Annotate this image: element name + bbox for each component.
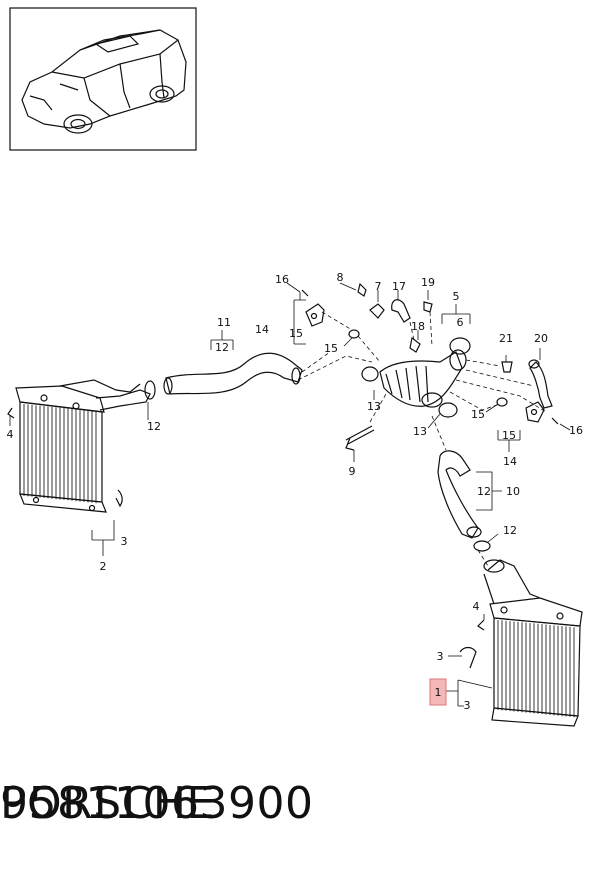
right-intercooler — [483, 559, 583, 727]
callout-numbers: 1 2 3 3 3 4 4 5 6 7 8 9 10 11 12 12 12 1… — [7, 271, 584, 712]
left-intercooler — [15, 379, 151, 513]
part-1-highlight — [429, 678, 447, 706]
callout-9: 9 — [349, 465, 356, 478]
callout-11: 11 — [217, 316, 231, 329]
callout-4: 4 — [7, 428, 14, 441]
callout-3: 3 — [437, 650, 444, 663]
callout-2: 2 — [100, 560, 107, 573]
callout-15: 15 — [324, 342, 338, 355]
vehicle-thumbnail — [9, 7, 197, 151]
callout-21: 21 — [499, 332, 513, 345]
callout-17: 17 — [392, 280, 406, 293]
callout-19: 19 — [421, 276, 435, 289]
callout-12: 12 — [503, 524, 517, 537]
callout-5: 5 — [453, 290, 460, 303]
callout-13: 13 — [413, 425, 427, 438]
callout-15: 15 — [289, 327, 303, 340]
charge-air-hoses — [163, 299, 553, 539]
suv-drawing — [21, 29, 187, 134]
callout-3: 3 — [121, 535, 128, 548]
callout-12: 12 — [215, 341, 229, 354]
callout-3: 3 — [464, 699, 471, 712]
assembly-lines — [297, 311, 547, 567]
callout-12: 12 — [477, 485, 491, 498]
callout-12: 12 — [147, 420, 161, 433]
callout-15: 15 — [502, 429, 516, 442]
callout-1: 1 — [435, 686, 442, 699]
callout-7: 7 — [375, 280, 382, 293]
callout-20: 20 — [534, 332, 548, 345]
hardware — [7, 282, 559, 669]
callout-15: 15 — [471, 408, 485, 421]
leader-lines — [9, 282, 571, 707]
callout-13: 13 — [367, 400, 381, 413]
part-number: 95811063900 — [0, 778, 314, 829]
brand-name: PORSCHE — [0, 778, 215, 829]
callout-6: 6 — [457, 316, 464, 329]
callout-10: 10 — [506, 485, 520, 498]
callout-16: 16 — [569, 424, 583, 437]
callout-4: 4 — [473, 600, 480, 613]
callout-16: 16 — [275, 273, 289, 286]
callout-18: 18 — [411, 320, 425, 333]
callout-14: 14 — [503, 455, 517, 468]
callout-14: 14 — [255, 323, 269, 336]
air-housing — [361, 337, 471, 418]
callout-8: 8 — [337, 271, 344, 284]
